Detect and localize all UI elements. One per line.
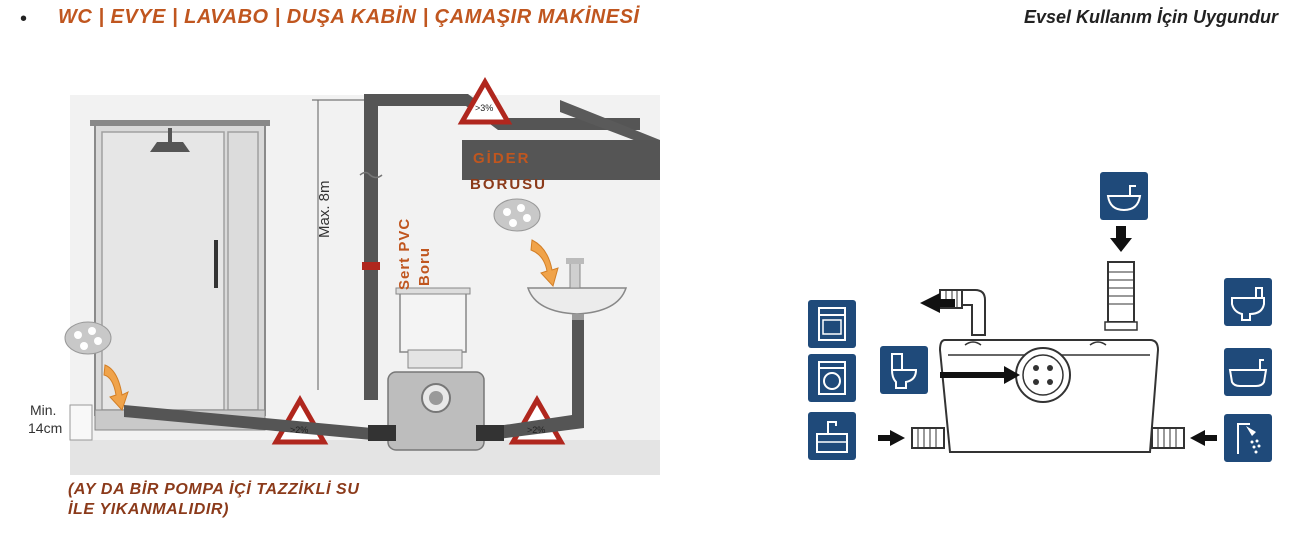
fixture-list-title: WC | EVYE | LAVABO | DUŞA KABİN | ÇAMAŞI…	[58, 6, 640, 28]
pump-unit	[387, 371, 485, 451]
min-height-label: Min.	[30, 402, 57, 418]
min-height-value: 14cm	[28, 420, 63, 436]
toilet-icon	[880, 346, 928, 394]
shower-drain-pipe	[124, 405, 372, 440]
drain-pipe-horizontal	[462, 140, 660, 180]
drain-pipe-label: GİDER	[473, 150, 531, 167]
top-inlet	[1104, 261, 1138, 331]
pump-body	[938, 339, 1160, 453]
maintenance-note: (AY DA BİR POMPA İÇİ TAZZİKLİ SU İLE YIK…	[68, 480, 360, 520]
floor	[70, 440, 660, 475]
drain-pipe-label-2: BORUSU	[470, 176, 548, 193]
washbasin-drain-pipe	[572, 320, 584, 420]
curved-arrow-icon	[530, 239, 559, 287]
drain-pipe-top	[364, 94, 640, 130]
usage-note: Evsel Kullanım İçin Uygundur	[1023, 7, 1278, 27]
washbasin-connector-pipe	[484, 415, 584, 440]
outlet-arrow-icon	[920, 293, 955, 313]
inlet-arrow-icon	[1110, 226, 1132, 252]
curved-arrow-icon	[103, 364, 129, 411]
washbasin-fixture	[526, 258, 628, 324]
slope-left-label: >2%	[290, 425, 309, 435]
dishwasher-icon	[808, 300, 856, 348]
discharge-pipe	[364, 100, 378, 400]
maintenance-note-line2: İLE YIKANMALIDIR)	[68, 501, 230, 518]
washing-machine-icon	[808, 354, 856, 402]
bidet-icon	[1224, 278, 1272, 326]
filter-disc-icon	[64, 321, 112, 355]
outlet-elbow	[939, 289, 986, 336]
maintenance-note-line1: (AY DA BİR POMPA İÇİ TAZZİKLİ SU	[68, 481, 360, 498]
slope-top-label: >3%	[475, 103, 494, 113]
bathtub-icon	[1224, 348, 1272, 396]
kitchen-sink-icon	[808, 412, 856, 460]
right-inlet	[1151, 427, 1185, 449]
filter-disc-icon	[493, 198, 541, 232]
left-inlet-arrow-icon	[878, 430, 905, 446]
slope-right-label: >2%	[527, 425, 546, 435]
slope-warning-icon	[457, 76, 513, 125]
right-inlet-arrow-icon	[1190, 430, 1217, 446]
washbasin-icon	[1100, 172, 1148, 220]
bullet-icon: •	[20, 8, 28, 30]
left-inlet	[911, 427, 945, 449]
shower-icon	[1224, 414, 1272, 462]
toilet-fixture	[395, 287, 471, 369]
min-height-bracket	[69, 404, 93, 441]
shower-head-icon	[150, 142, 190, 152]
toilet-arrow-icon	[940, 366, 1020, 384]
